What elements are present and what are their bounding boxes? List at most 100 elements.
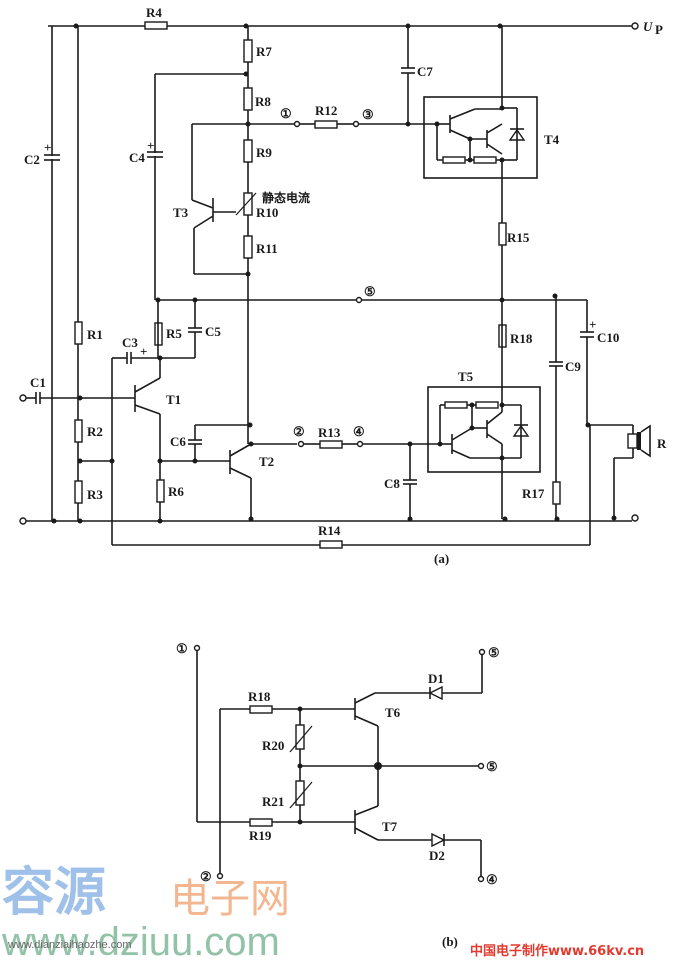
darlington-t5	[427, 386, 541, 473]
svg-text:+: +	[589, 317, 596, 332]
label-r6: R6	[168, 484, 184, 499]
label-r14: R14	[318, 523, 341, 538]
b-label-d2: D2	[429, 848, 445, 863]
label-t4: T4	[544, 132, 560, 147]
label-c7: C7	[417, 64, 433, 79]
b-label-d1: D1	[428, 671, 444, 686]
output-ground-terminal[interactable]	[631, 514, 639, 522]
label-r5: R5	[166, 326, 182, 341]
figure-a: U P R4 C2 + R1 R2 R3 C1	[19, 5, 667, 566]
watermarks: 容源 电子网 www.dziuu.com www.dianziaihaozhe.…	[1, 863, 644, 961]
b-node-4-terminal[interactable]	[477, 875, 485, 883]
resistor-r2	[74, 419, 83, 443]
label-r15: R15	[507, 230, 530, 245]
label-r2: R2	[87, 424, 103, 439]
b-node-5-mid-terminal[interactable]	[477, 762, 485, 770]
resistor-r17	[552, 481, 561, 505]
label-r11: R11	[256, 241, 278, 256]
label-r3: R3	[87, 487, 103, 502]
label-r17: R17	[522, 486, 545, 501]
label-speaker: R	[657, 436, 667, 451]
speaker-icon	[627, 433, 638, 449]
b-label-r19: R19	[249, 828, 272, 843]
input-terminal[interactable]	[19, 394, 27, 402]
label-r4: R4	[146, 5, 162, 20]
quiescent-current-label: 静态电流	[262, 190, 310, 205]
resistor-r1	[74, 321, 83, 345]
b-node-1-label: ①	[176, 641, 188, 656]
label-c8: C8	[384, 476, 400, 491]
svg-text:+: +	[44, 140, 51, 155]
b-node-4-label: ④	[486, 872, 498, 887]
resistor-r6	[156, 479, 165, 503]
label-c1: C1	[30, 375, 46, 390]
b-resistor-r19	[249, 818, 273, 827]
supply-subscript: P	[655, 22, 663, 37]
caption-b: (b)	[442, 934, 458, 949]
resistor-r13	[319, 440, 343, 449]
b-label-r21: R21	[262, 794, 284, 809]
supply-label: U	[643, 19, 653, 34]
b-resistor-r20[interactable]	[295, 724, 305, 750]
watermark-url: www.dziuu.com	[1, 920, 280, 961]
watermark-right: 中国电子制作www.66kv.cn	[470, 943, 644, 959]
figure-b: ① R19 ② R18 R20 R21 ⑤ T6	[176, 641, 500, 949]
node-5-label: ⑤	[364, 284, 376, 299]
svg-text:+: +	[140, 344, 147, 359]
label-r10: R10	[256, 205, 278, 220]
b-label-r18: R18	[248, 689, 271, 704]
resistor-r8	[243, 87, 253, 111]
node-4-label: ④	[353, 424, 365, 439]
label-c3: C3	[122, 335, 138, 350]
b-node-2-terminal[interactable]	[216, 872, 224, 880]
label-c6: C6	[170, 434, 186, 449]
label-c9: C9	[565, 359, 581, 374]
label-r18: R18	[510, 331, 533, 346]
b-node-1-terminal[interactable]	[193, 644, 201, 652]
b-node-5-top-label: ⑤	[488, 645, 500, 660]
label-r8: R8	[255, 94, 271, 109]
resistor-r12	[314, 120, 338, 129]
supply-terminal[interactable]	[631, 22, 639, 30]
label-r1: R1	[87, 327, 103, 342]
b-node-5-mid-label: ⑤	[486, 759, 498, 774]
label-t3: T3	[173, 205, 189, 220]
node-1-terminal[interactable]	[293, 120, 301, 128]
resistor-r4	[144, 21, 168, 30]
node-5-terminal[interactable]	[355, 296, 363, 304]
b-label-t7: T7	[382, 819, 398, 834]
node-4-terminal[interactable]	[356, 440, 364, 448]
label-c10: C10	[597, 330, 619, 345]
label-c2: C2	[24, 152, 40, 167]
caption-a: (a)	[434, 551, 449, 566]
diode-d1	[428, 685, 443, 701]
watermark-brand-cn: 容源	[2, 863, 106, 923]
resistor-r15	[498, 222, 507, 246]
resistor-r11	[243, 235, 253, 259]
svg-text:+: +	[147, 138, 154, 153]
node-2-terminal[interactable]	[297, 440, 305, 448]
node-3-terminal[interactable]	[352, 120, 360, 128]
label-c5: C5	[205, 324, 221, 339]
node-1-label: ①	[280, 106, 292, 121]
label-t5: T5	[458, 369, 474, 384]
watermark-small-url: www.dianziaihaozhe.com	[7, 939, 132, 951]
resistor-r14	[319, 540, 343, 549]
node-2-label: ②	[293, 424, 305, 439]
b-node-5-top-terminal[interactable]	[478, 648, 486, 656]
darlington-t4	[423, 96, 538, 179]
b-label-t6: T6	[385, 705, 401, 720]
label-r12: R12	[315, 103, 337, 118]
label-r13: R13	[318, 425, 341, 440]
label-r7: R7	[256, 44, 272, 59]
watermark-brand-cn2: 电子网	[170, 876, 290, 922]
resistor-r3	[74, 480, 83, 504]
label-r9: R9	[256, 145, 272, 160]
label-c4: C4	[129, 150, 145, 165]
b-resistor-r18	[249, 705, 273, 714]
resistor-r9	[243, 139, 253, 163]
label-t1: T1	[166, 392, 181, 407]
b-resistor-r21[interactable]	[295, 780, 305, 806]
resistor-r10[interactable]	[243, 192, 253, 216]
ground-terminal[interactable]	[19, 517, 27, 525]
